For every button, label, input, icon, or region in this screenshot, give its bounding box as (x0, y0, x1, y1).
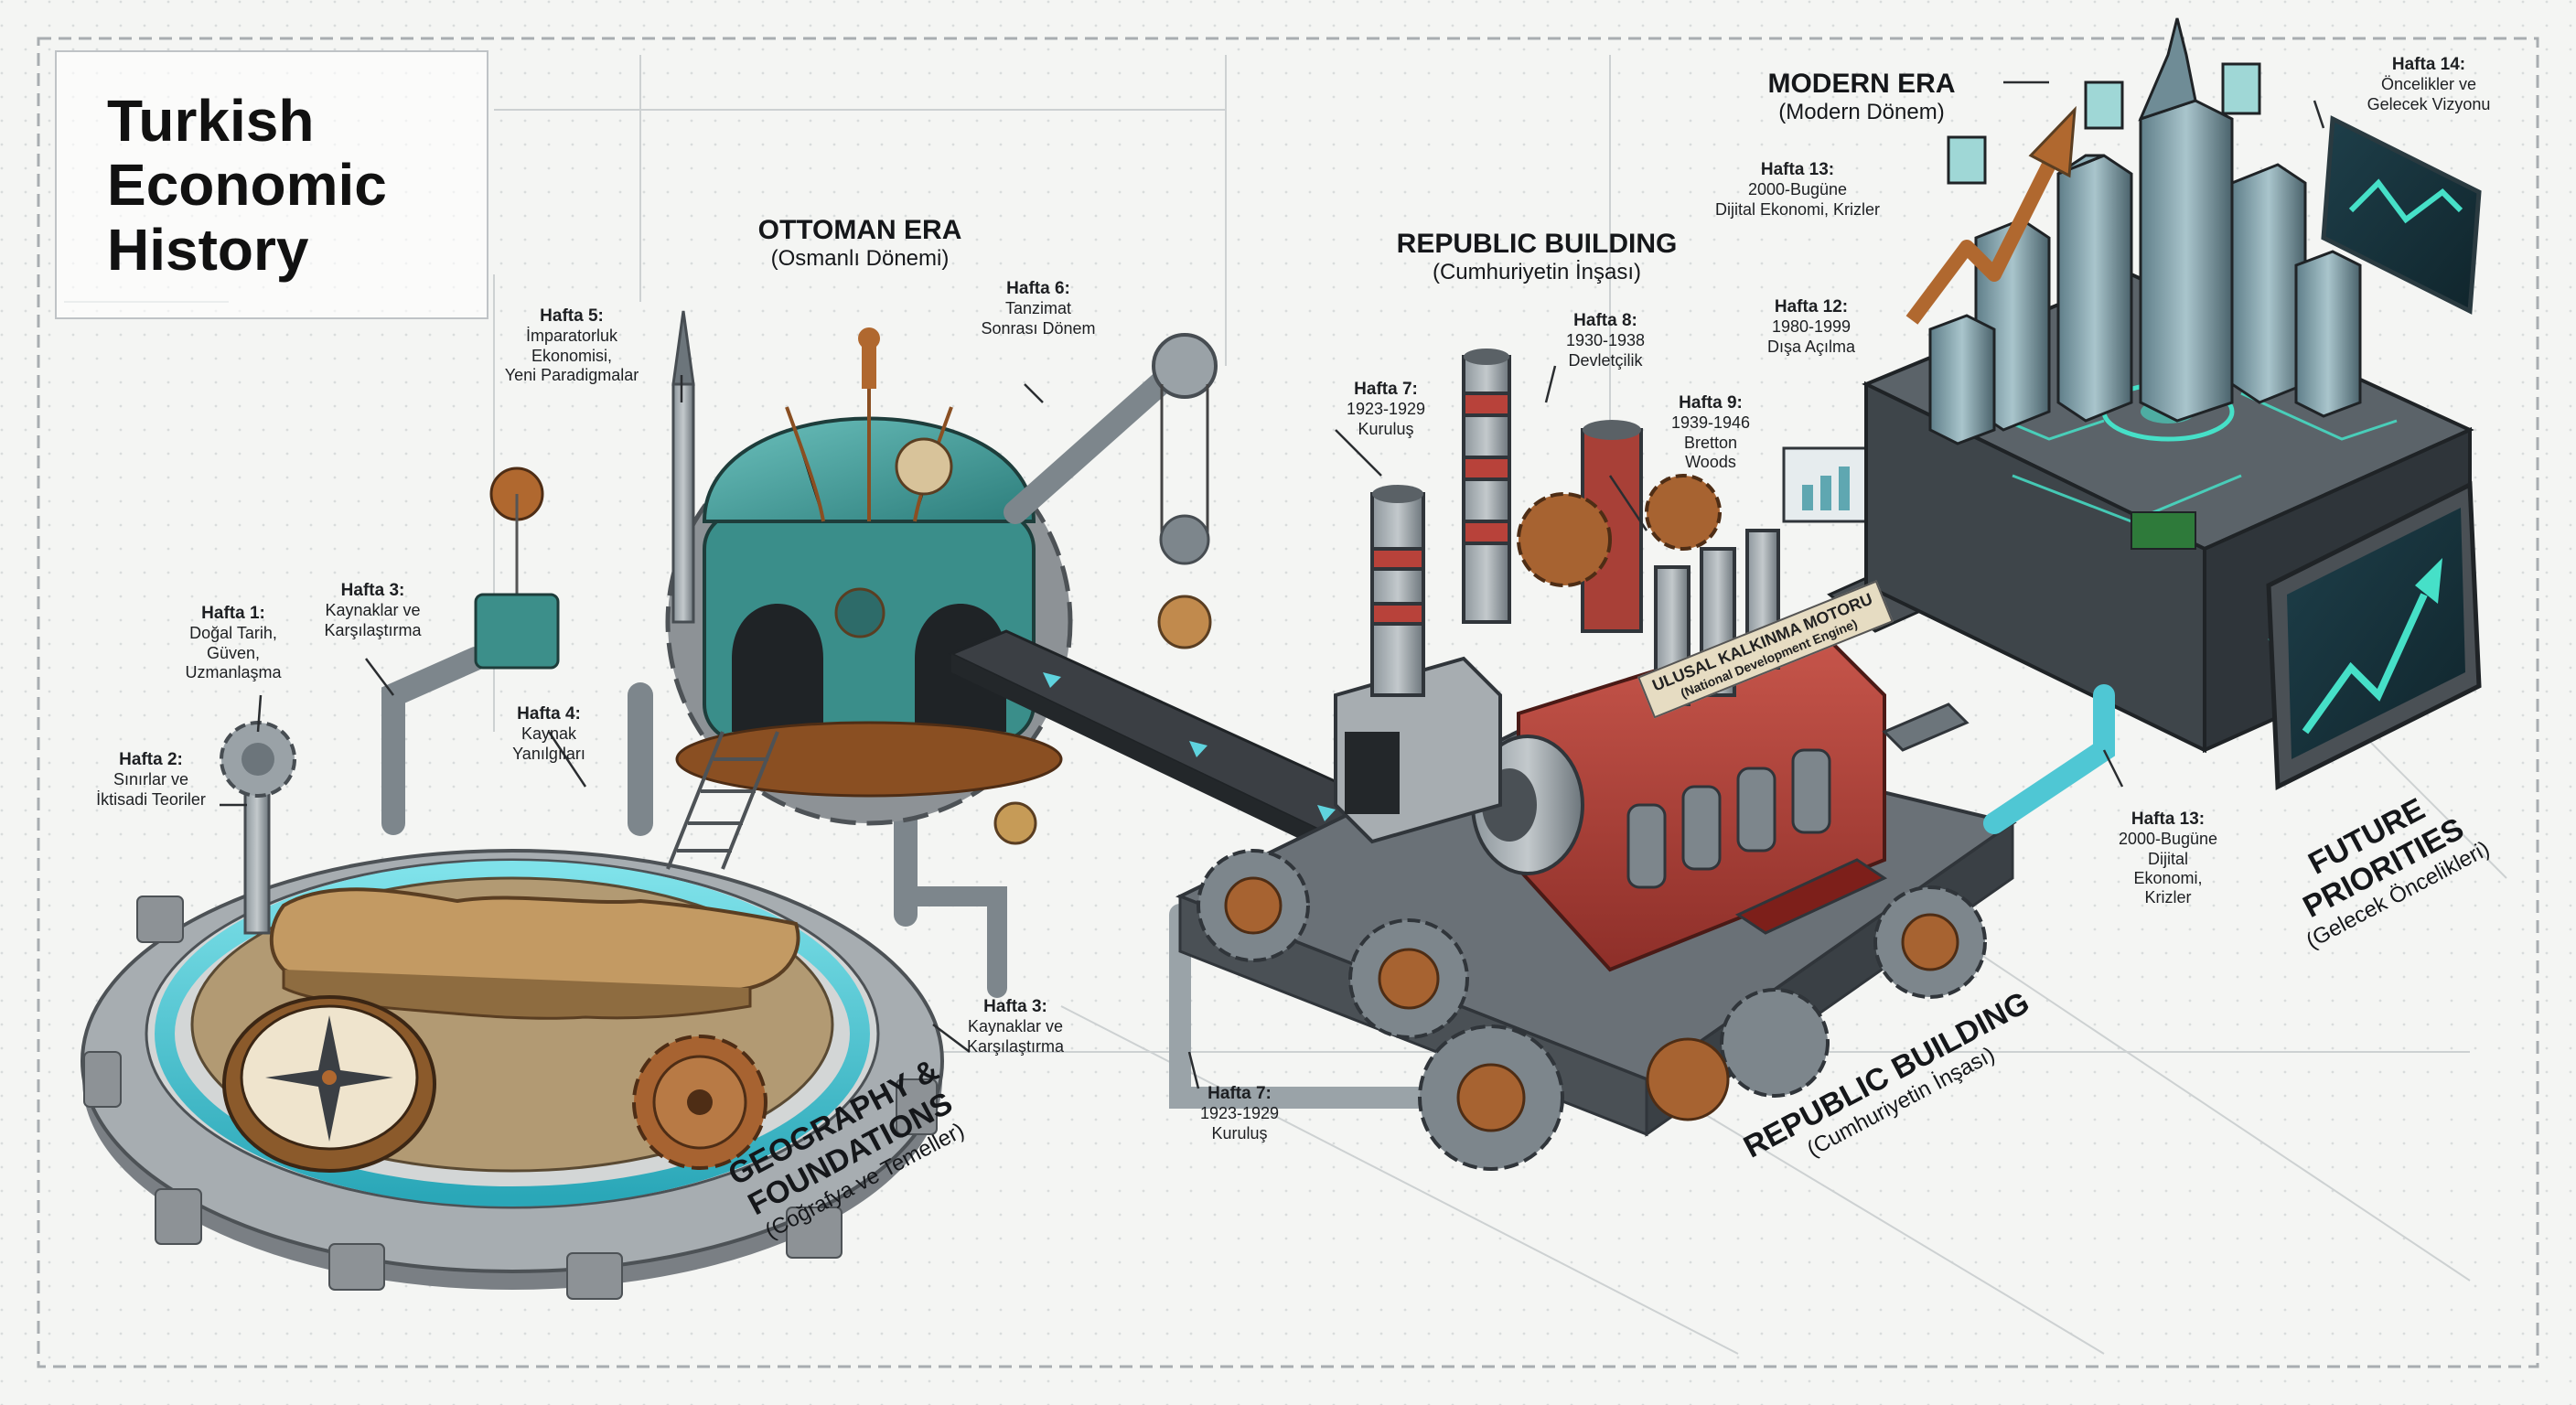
week-9-title: Hafta 9: (1679, 393, 1743, 413)
week-13b-line-3: Ekonomi, (2133, 868, 2203, 887)
week-9-line-1: 1939-1946 (1670, 413, 1751, 433)
week-13b-line-4: Krizler (2144, 888, 2192, 907)
week-4-line-2: Yanılgıları (512, 744, 585, 763)
week-12-title: Hafta 12: (1774, 297, 1849, 316)
week-7b-line-1: 1923-1929 (1199, 1104, 1280, 1123)
week-12-line-2: Dışa Açılma (1766, 337, 1856, 356)
era-modern: MODERN ERA (Modern Dönem) (1720, 69, 2003, 125)
era-modern-title: MODERN ERA (1767, 69, 1956, 99)
era-modern-subtitle: (Modern Dönem) (1778, 100, 1945, 124)
week-5-line-2: Ekonomisi, (531, 346, 613, 365)
week-5-title: Hafta 5: (540, 306, 604, 326)
page-title: Turkish Economic History (107, 88, 387, 283)
week-3b-label: Hafta 3: Kaynaklar ve Karşılaştırma (947, 997, 1084, 1056)
week-6-line-1: Tanzimat (1004, 299, 1072, 318)
leader-lines (220, 80, 2325, 1089)
conveyor-belt (948, 629, 1431, 874)
week-5-line-3: Yeni Paradigmalar (504, 365, 639, 384)
outer-frame (37, 37, 2539, 1368)
week-2-line-2: İktisadi Teoriler (96, 789, 206, 809)
week-1-title: Hafta 1: (201, 604, 265, 623)
week-1-line-2: Güven, (206, 643, 261, 662)
week-1-line-3: Uzmanlaşma (185, 662, 282, 681)
week-6-label: Hafta 6: Tanzimat Sonrası Dönem (961, 279, 1116, 338)
trend-screen-big (2266, 481, 2482, 790)
week-12-line-1: 1980-1999 (1771, 317, 1852, 337)
week-13a-label: Hafta 13: 2000-Bugüne Dijital Ekonomi, K… (1692, 160, 1903, 220)
week-13a-line-2: Dijital Ekonomi, Krizler (1714, 199, 1881, 219)
week-4-line-1: Kaynak (521, 724, 577, 744)
floating-screens (1947, 62, 2261, 185)
title-line-3: History (107, 216, 309, 283)
week-3a-label: Hafta 3: Kaynaklar ve Karşılaştırma (297, 581, 448, 640)
week-7a-title: Hafta 7: (1354, 380, 1418, 399)
week-2-title: Hafta 2: (119, 750, 183, 769)
week-9-line-3: Woods (1685, 452, 1736, 471)
week-5-label: Hafta 5: İmparatorluk Ekonomisi, Yeni Pa… (476, 306, 668, 385)
week-13b-label: Hafta 13: 2000-Bugüne Dijital Ekonomi, K… (2104, 810, 2232, 907)
growth-arrow-icon (1905, 105, 2077, 325)
week-6-title: Hafta 6: (1006, 279, 1070, 298)
week-6-line-2: Sonrası Dönem (981, 318, 1096, 338)
week-4-label: Hafta 4: Kaynak Yanılgıları (489, 704, 608, 764)
week-3a-title: Hafta 3: (340, 581, 405, 600)
week-8-title: Hafta 8: (1573, 311, 1637, 330)
trend-screen-top (2321, 115, 2482, 315)
compass-icon (222, 995, 436, 1173)
week-8-line-2: Devletçilik (1568, 350, 1643, 370)
week-14-label: Hafta 14: Öncelikler ve Gelecek Vizyonu (2342, 55, 2516, 114)
era-republic-top: REPUBLIC BUILDING (Cumhuriyetin İnşası) (1336, 229, 1738, 285)
week-3a-line-1: Kaynaklar ve (325, 601, 421, 620)
week-8-line-1: 1930-1938 (1565, 331, 1646, 350)
week-14-line-1: Öncelikler ve (2380, 75, 2477, 94)
week-7a-label: Hafta 7: 1923-1929 Kuruluş (1326, 380, 1445, 439)
week-9-line-2: Bretton (1683, 433, 1738, 452)
week-13a-line-1: 2000-Bugüne (1747, 180, 1848, 199)
week-12-label: Hafta 12: 1980-1999 Dışa Açılma (1738, 297, 1884, 357)
era-ottoman-title: OTTOMAN ERA (757, 215, 962, 245)
title-box: Turkish Economic History (55, 50, 488, 319)
copper-gear-icon (632, 1035, 767, 1170)
week-13b-line-1: 2000-Bugüne (2118, 830, 2218, 849)
republic-factory (1175, 349, 2017, 1171)
week-13b-line-2: Dijital (2147, 849, 2188, 868)
ottoman-dome (665, 310, 1073, 826)
ladder (666, 731, 779, 870)
week-13a-title: Hafta 13: (1760, 160, 1835, 179)
week-1-label: Hafta 1: Doğal Tarih, Güven, Uzmanlaşma (151, 604, 316, 682)
bucket-pulley (474, 467, 560, 670)
crane-arm (1004, 333, 1218, 649)
title-line-1: Turkish (107, 88, 315, 154)
week-4-title: Hafta 4: (517, 704, 581, 724)
week-7a-line-2: Kuruluş (1358, 419, 1414, 438)
title-line-2: Economic (107, 152, 387, 219)
week-3b-title: Hafta 3: (983, 997, 1047, 1016)
gear-tower (220, 721, 296, 935)
era-ottoman: OTTOMAN ERA (Osmanlı Dönemi) (677, 215, 1043, 272)
week-13b-title: Hafta 13: (2131, 810, 2206, 829)
week-2-line-1: Sınırlar ve (113, 770, 189, 789)
week-3b-line-2: Karşılaştırma (966, 1036, 1065, 1056)
week-3b-line-1: Kaynaklar ve (967, 1017, 1064, 1036)
week-7b-title: Hafta 7: (1208, 1084, 1272, 1103)
skyscrapers (1928, 17, 2362, 445)
week-14-line-2: Gelecek Vizyonu (2367, 94, 2491, 113)
week-5-line-1: İmparatorluk (525, 327, 618, 346)
week-3a-line-2: Karşılaştırma (324, 620, 422, 639)
week-7b-line-2: Kuruluş (1211, 1123, 1268, 1142)
week-7a-line-1: 1923-1929 (1346, 400, 1426, 419)
era-republic-top-subtitle: (Cumhuriyetin İnşası) (1432, 260, 1642, 284)
week-9-label: Hafta 9: 1939-1946 Bretton Woods (1656, 393, 1766, 472)
era-republic-top-title: REPUBLIC BUILDING (1396, 229, 1678, 259)
week-7b-label: Hafta 7: 1923-1929 Kuruluş (1180, 1084, 1299, 1143)
week-14-title: Hafta 14: (2391, 55, 2466, 74)
coin-icon (993, 801, 1037, 845)
week-8-label: Hafta 8: 1930-1938 Devletçilik (1546, 311, 1665, 370)
era-ottoman-subtitle: (Osmanlı Dönemi) (770, 246, 950, 271)
week-2-label: Hafta 2: Sınırlar ve İktisadi Teoriler (64, 750, 238, 810)
week-1-line-1: Doğal Tarih, (189, 624, 277, 643)
